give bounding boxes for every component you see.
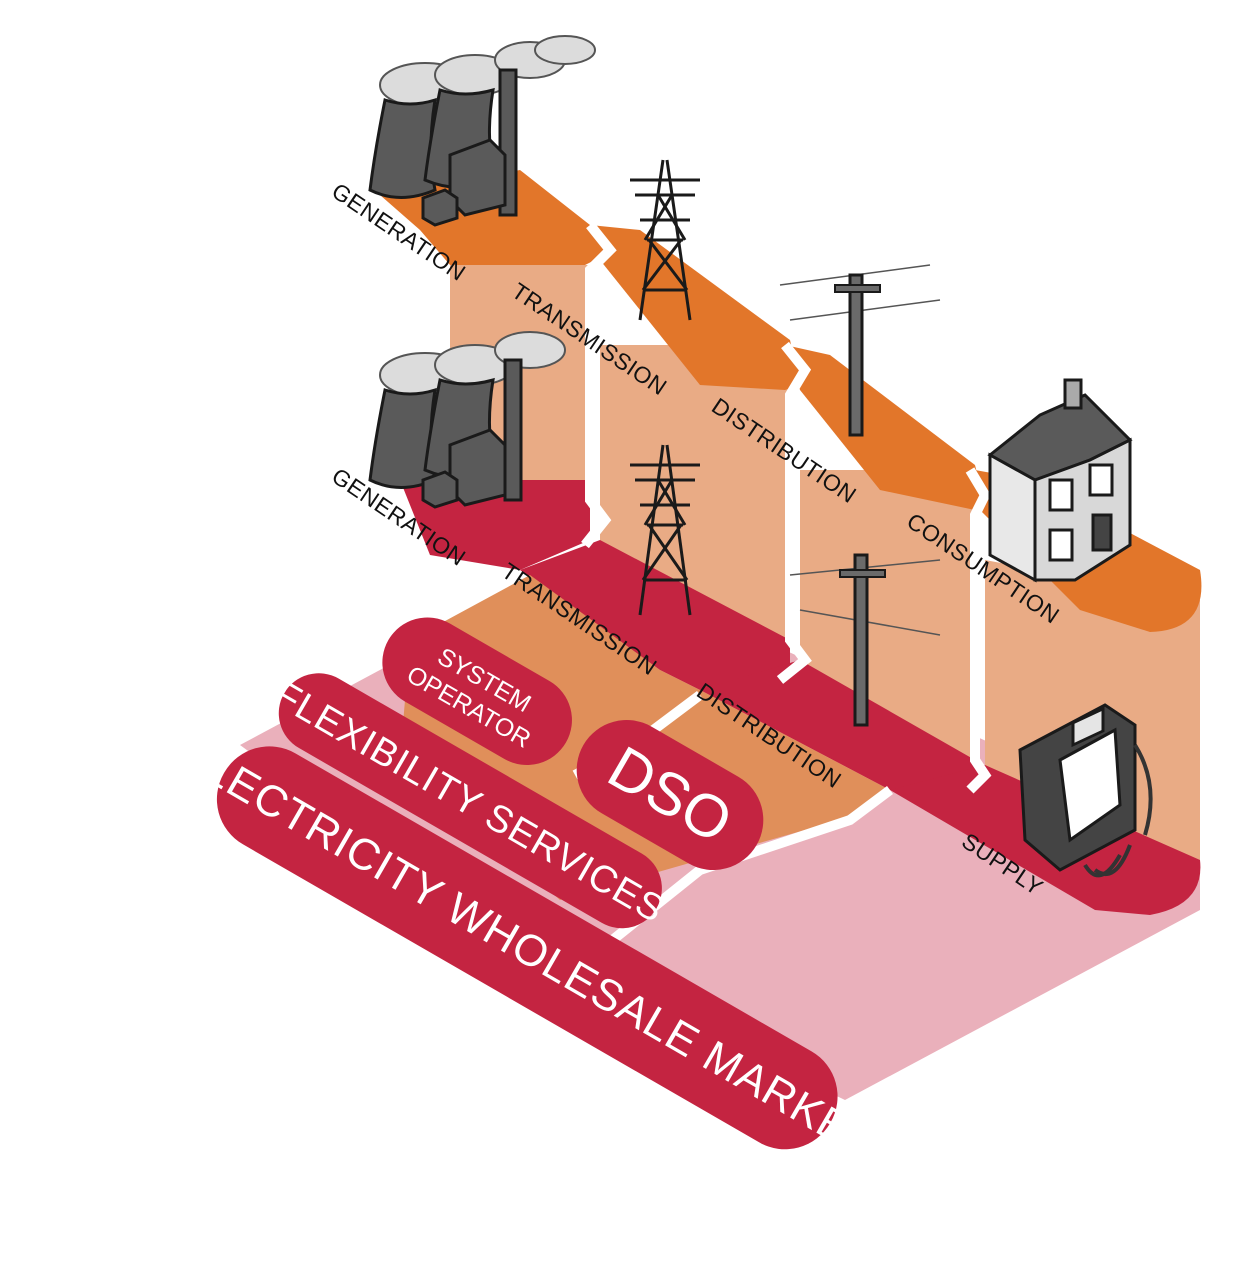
middle-band-transmission <box>520 540 790 690</box>
cooling-tower <box>368 97 437 199</box>
pill-system-operator-bg <box>382 617 572 765</box>
top-band-transmission <box>590 225 800 390</box>
house-icon <box>987 378 1133 583</box>
power-station-icon <box>368 35 596 227</box>
middle-band-distribution <box>700 660 975 790</box>
pill-flexibility-services-bg <box>278 673 662 929</box>
chimney <box>503 358 523 502</box>
plant-annex <box>421 188 459 227</box>
pill-dso-bg <box>576 720 764 870</box>
transmission-pylon-icon <box>630 444 700 616</box>
pill-wholesale-market-bg <box>216 746 838 1150</box>
divider-top-3 <box>965 467 992 794</box>
divider-top-2 <box>776 341 812 684</box>
utility-pole-icon <box>779 264 941 437</box>
top-band-distribution <box>785 345 985 510</box>
cooling-tower <box>368 387 437 489</box>
utility-pole-icon <box>789 553 941 727</box>
pill-system-operator: SYSTEM OPERATOR <box>382 617 572 765</box>
transmission-pylon-icon <box>630 159 700 321</box>
plant-annex <box>421 470 459 509</box>
meter-face <box>1058 727 1122 843</box>
power-station-icon <box>368 331 566 509</box>
smart-meter-icon <box>1018 703 1153 878</box>
divider-top-1 <box>581 221 617 549</box>
